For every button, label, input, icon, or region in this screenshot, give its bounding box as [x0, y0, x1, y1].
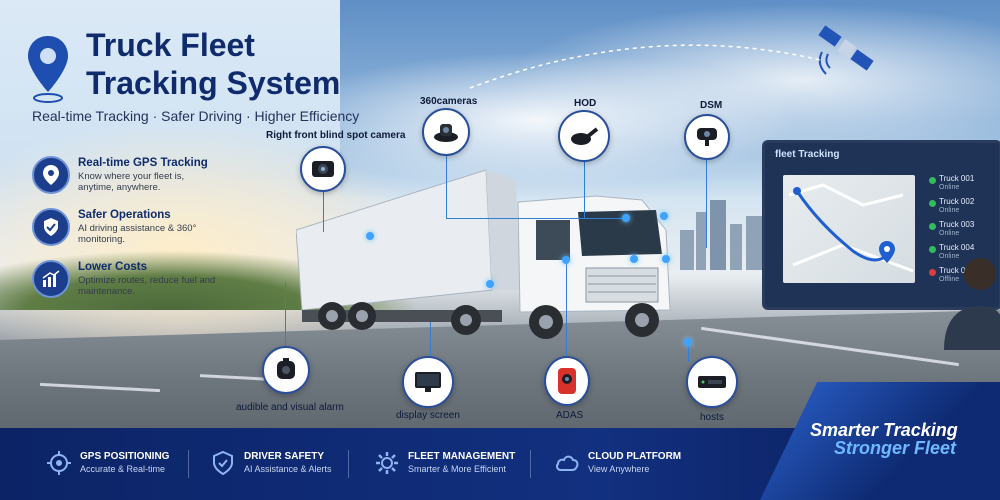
truck-status: Online [939, 253, 960, 260]
gps-target-icon [47, 451, 71, 475]
route-map[interactable] [783, 175, 915, 283]
sensor-dot [366, 232, 374, 240]
truck-illustration [296, 169, 671, 339]
label-360-cameras: 360cameras [420, 96, 478, 107]
connector-line [446, 152, 447, 218]
sensor-dot [562, 256, 570, 264]
connector-line [566, 262, 567, 356]
banner-item-title: GPS POSITIONING [80, 451, 170, 462]
page-title: Truck Fleet Tracking System [86, 27, 341, 101]
connector-line [688, 342, 689, 362]
connector-line [285, 282, 286, 346]
city-skyline [680, 200, 770, 270]
connector-line [323, 192, 324, 232]
banner-item-desc: View Anywhere [588, 464, 650, 474]
fleet-monitor: fleet Tracking Truck 001 Online Truck 00… [762, 140, 1000, 310]
feature-desc: AI driving assistance & 360° monitoring. [78, 223, 197, 245]
host-device-icon [686, 356, 738, 408]
label-alarm: audible and visual alarm [236, 402, 344, 413]
status-dot [929, 177, 936, 184]
label-adas: ADAS [556, 410, 584, 421]
banner-item-title: DRIVER SAFETY [244, 451, 325, 462]
connector-line [584, 158, 585, 218]
operator-person [944, 258, 1000, 350]
sensor-dot [630, 255, 638, 263]
feature-title: Safer Operations [78, 209, 171, 221]
location-pin-logo-icon [28, 36, 68, 103]
banner-item-title: CLOUD PLATFORM [588, 451, 682, 462]
display-screen-icon [402, 356, 454, 408]
truck-status: Online [939, 207, 960, 214]
truck-row[interactable]: Truck 001 Online [923, 173, 1000, 196]
truck-name: Truck 001 [939, 174, 975, 183]
sensor-dot [486, 280, 494, 288]
cloud-icon [556, 455, 579, 471]
banner-item-fleet-management: FLEET MANAGEMENT Smarter & More Efficien… [374, 448, 534, 484]
sensor-dot [662, 255, 670, 263]
blind-spot-camera-icon [300, 146, 346, 192]
feature-desc: Know where your fleet is, anytime, anywh… [78, 171, 185, 193]
status-dot [929, 223, 936, 230]
truck-name: Truck 002 [939, 197, 975, 206]
connector-line [430, 322, 431, 358]
feature-title: Lower Costs [78, 261, 148, 273]
signal-path [470, 44, 821, 89]
label-dsm: DSM [700, 100, 723, 111]
satellite-icon [818, 25, 874, 75]
slogan-line1: Smarter Tracking [810, 420, 958, 440]
label-right-front-camera: Right front blind spot camera [266, 130, 406, 141]
label-hod: HOD [574, 98, 597, 109]
sensor-dot [660, 212, 668, 220]
gear-icon [376, 452, 398, 474]
monitor-title: fleet Tracking [775, 149, 840, 160]
status-dot [929, 246, 936, 253]
truck-row[interactable]: Truck 004 Online [923, 242, 1000, 265]
truck-status: Offline [939, 276, 960, 283]
feature-lower-costs: Lower Costs Optimize routes, reduce fuel… [32, 260, 262, 306]
truck-name: Truck 005 [939, 266, 975, 275]
truck-status: Online [939, 230, 960, 237]
slogan-line2: Stronger Fleet [834, 438, 957, 458]
location-pin-icon [32, 156, 70, 194]
truck-status: Online [939, 184, 960, 191]
label-display: display screen [396, 410, 460, 421]
truck-row[interactable]: Truck 002 Online [923, 196, 1000, 219]
feature-desc: Optimize routes, reduce fuel and mainten… [78, 275, 216, 297]
feature-safer-operations: Safer Operations AI driving assistance &… [32, 208, 262, 254]
hod-camera-icon [558, 110, 610, 162]
divider [188, 450, 189, 478]
sensor-dot [622, 214, 630, 222]
sensor-dot [684, 338, 692, 346]
truck-row[interactable]: Truck 003 Online [923, 219, 1000, 242]
truck-name: Truck 003 [939, 220, 975, 229]
banner-item-gps: GPS POSITIONING Accurate & Real-time [46, 448, 206, 484]
shield-check-icon [213, 450, 233, 476]
360-camera-icon [422, 108, 470, 156]
truck-list: Truck 001 Online Truck 002 Online Truck … [923, 173, 1000, 288]
tagline: Real-time Tracking · Safer Driving · Hig… [32, 108, 360, 124]
chart-up-icon [32, 260, 70, 298]
banner-item-title: FLEET MANAGEMENT [408, 451, 516, 462]
divider [348, 450, 349, 478]
feature-gps-tracking: Real-time GPS Tracking Know where your f… [32, 156, 262, 202]
banner-item-driver-safety: DRIVER SAFETY AI Assistance & Alerts [210, 448, 360, 484]
status-dot [929, 200, 936, 207]
adas-camera-icon [544, 356, 590, 406]
truck-name: Truck 004 [939, 243, 975, 252]
divider [530, 450, 531, 478]
banner-item-cloud-platform: CLOUD PLATFORM View Anywhere [554, 448, 704, 484]
connector-line [706, 158, 707, 248]
label-hosts: hosts [700, 412, 724, 423]
connector-line [446, 218, 626, 219]
banner-item-desc: AI Assistance & Alerts [244, 464, 332, 474]
status-dot [929, 269, 936, 276]
truck-row[interactable]: Truck 005 Offline [923, 265, 1000, 288]
banner-item-desc: Smarter & More Efficient [408, 464, 506, 474]
shield-check-icon [32, 208, 70, 246]
dsm-camera-icon [684, 114, 730, 160]
alarm-device-icon [262, 346, 310, 394]
feature-title: Real-time GPS Tracking [78, 157, 208, 169]
banner-item-desc: Accurate & Real-time [80, 464, 166, 474]
